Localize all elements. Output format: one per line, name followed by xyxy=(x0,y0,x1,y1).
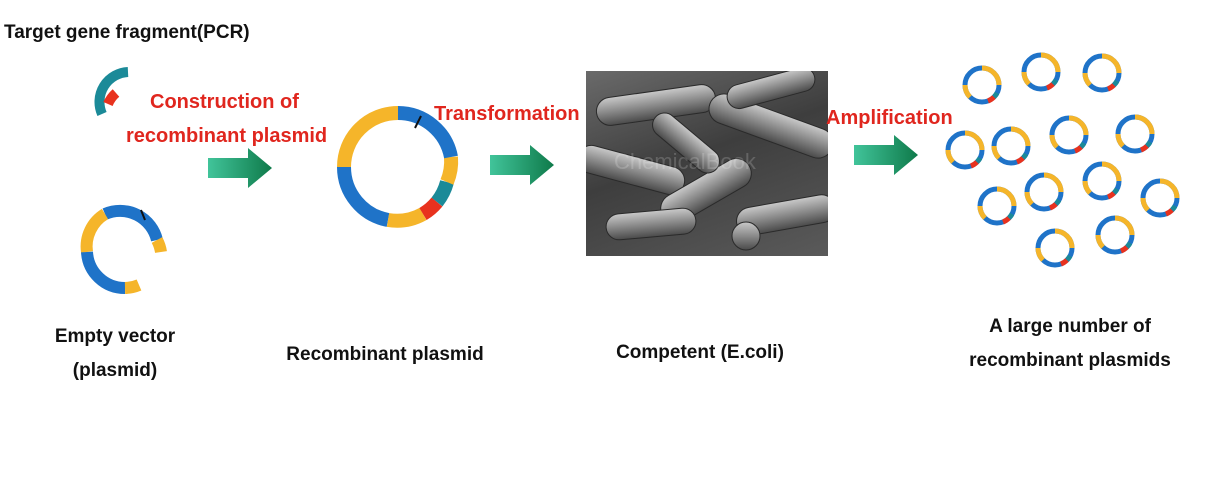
recombinant-plasmid-label: Recombinant plasmid xyxy=(286,344,484,365)
step-transformation-label: Transformation xyxy=(434,103,580,125)
bacteria-shapes xyxy=(586,71,828,251)
competent-label: Competent (E.coli) xyxy=(616,342,784,363)
step-amplification-label: Amplification xyxy=(826,107,953,129)
step-construction-label-2: recombinant plasmid xyxy=(126,119,346,153)
step-construction-line1: Construction of xyxy=(150,91,299,113)
green-block-arrow-icon-2 xyxy=(490,145,554,185)
page-title: Target gene fragment(PCR) xyxy=(4,22,250,43)
green-block-arrow-icon-3 xyxy=(854,135,918,175)
large-number-label: A large number of recombinant plasmids xyxy=(940,310,1200,378)
step-construction-line2: recombinant plasmid xyxy=(126,125,328,147)
empty-vector-line1: Empty vector xyxy=(54,326,176,347)
watermark: ChemicalBook xyxy=(614,149,756,174)
large-number-line1: A large number of xyxy=(989,316,1151,337)
e-coli-micrograph: ChemicalBook xyxy=(586,71,828,256)
green-block-arrow-icon xyxy=(208,148,272,188)
empty-vector-plasmid-icon xyxy=(80,204,167,295)
step-construction-label: Construction of xyxy=(150,85,340,119)
plasmid-cluster xyxy=(935,45,1195,275)
empty-vector-line2: (plasmid) xyxy=(72,360,158,381)
plasmid-ring-icon xyxy=(948,55,1177,265)
large-number-line2: recombinant plasmids xyxy=(969,350,1171,371)
recombinant-plasmid-icon xyxy=(337,106,459,228)
gene-fragment-icon xyxy=(94,67,129,117)
empty-vector-label: Empty vector (plasmid) xyxy=(30,320,200,388)
